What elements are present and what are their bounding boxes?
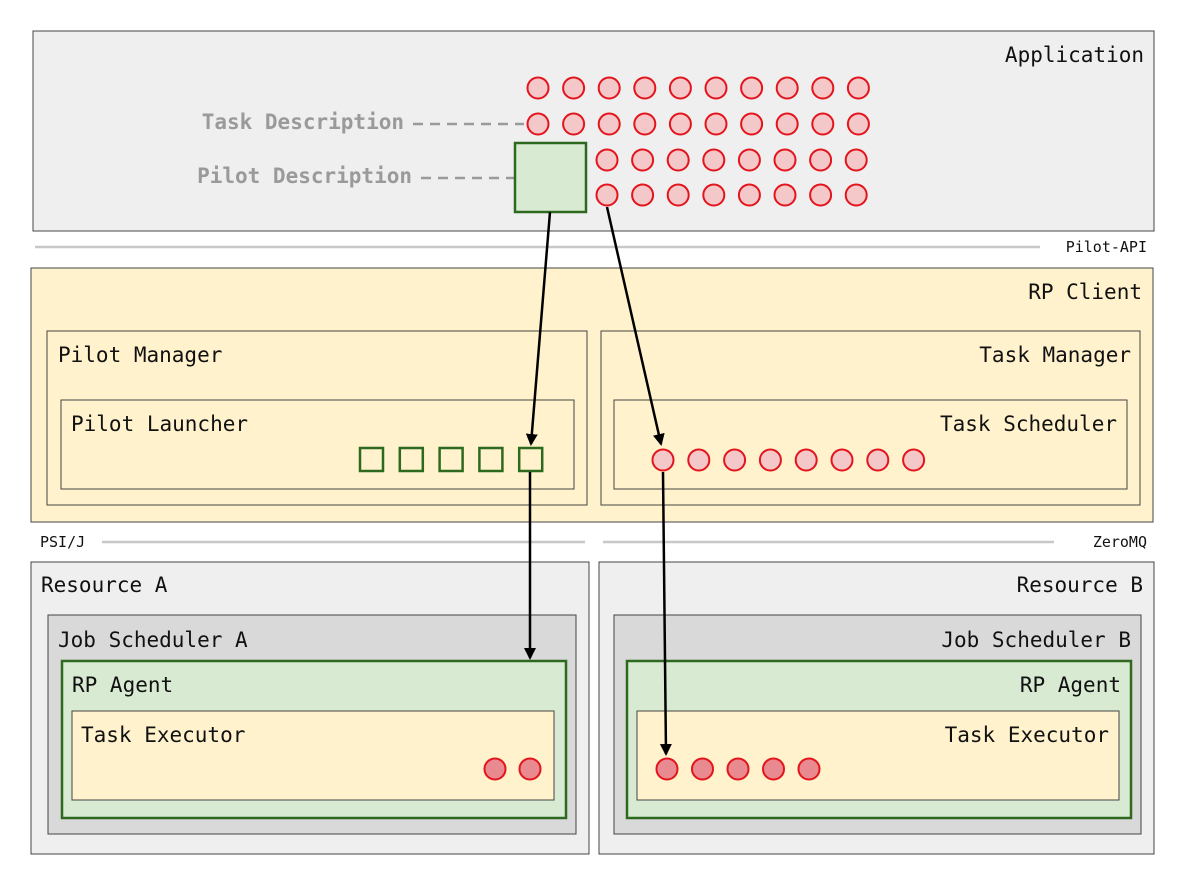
pilot-square — [438, 446, 464, 473]
task-circle — [809, 148, 833, 172]
application-title: Application — [1005, 43, 1144, 67]
task-circle — [902, 448, 926, 472]
task-circle — [702, 148, 726, 172]
task-circle — [597, 76, 621, 100]
task-circle — [737, 183, 761, 207]
executing-task-circle — [691, 757, 714, 781]
task-circle — [633, 76, 657, 100]
resource-b: Resource B Job Scheduler B RP Agent Task… — [598, 561, 1155, 855]
task-circle — [740, 112, 764, 136]
rp-client-layer: RP Client Pilot Manager Pilot Launcher T… — [30, 267, 1154, 523]
executing-tasks-b — [655, 757, 821, 781]
task-circle — [631, 183, 655, 207]
pilot-queue — [358, 446, 544, 473]
executing-task-circle — [655, 757, 679, 781]
pilot-square — [517, 446, 544, 473]
task-queue — [651, 448, 926, 472]
task-circle — [687, 448, 711, 472]
pilot-launcher-box — [60, 399, 575, 490]
task-circle — [794, 448, 818, 472]
task-submit-arrow — [605, 206, 665, 446]
task-circle — [704, 76, 728, 100]
task-circle — [631, 148, 655, 172]
task-circle — [666, 148, 690, 172]
task-circle — [811, 112, 835, 136]
task-circle — [562, 76, 586, 100]
resource-b-title: Resource B — [1017, 573, 1143, 597]
task-circle — [846, 112, 870, 136]
task-circle — [702, 183, 726, 207]
application-box — [32, 30, 1155, 232]
pilot-launcher-title: Pilot Launcher — [71, 412, 248, 436]
application-layer: Application Task Description Pilot Descr… — [32, 30, 1155, 232]
task-circle — [562, 112, 586, 136]
task-scheduler-title: Task Scheduler — [940, 412, 1117, 436]
executing-task-circle — [726, 757, 750, 781]
task-dispatch-arrow — [659, 471, 672, 756]
pilot-api-label: Pilot-API — [1066, 238, 1147, 256]
executing-tasks-a — [483, 757, 542, 781]
task-circle — [595, 183, 619, 207]
task-circle — [775, 112, 799, 136]
pilot-description-square — [513, 141, 588, 214]
task-circle — [811, 76, 835, 100]
pilot-manager-title: Pilot Manager — [58, 343, 222, 367]
task-circle — [773, 183, 797, 207]
task-circle — [775, 76, 799, 100]
job-scheduler-b-title: Job Scheduler B — [941, 628, 1131, 652]
task-manager-title: Task Manager — [979, 343, 1131, 367]
task-circle — [723, 448, 747, 472]
task-executor-b-box — [636, 710, 1120, 801]
rp-agent-a-title: RP Agent — [72, 673, 173, 697]
task-circle — [866, 448, 890, 472]
pilot-square — [478, 446, 504, 473]
executing-task-circle — [518, 757, 542, 781]
task-circle — [846, 76, 870, 100]
task-circle — [651, 448, 675, 472]
rp-agent-b-title: RP Agent — [1020, 673, 1121, 697]
task-circle — [737, 148, 761, 172]
executing-task-circle — [797, 757, 821, 781]
rp-client-title: RP Client — [1028, 280, 1142, 304]
task-circle — [773, 148, 797, 172]
task-description-label: Task Description — [202, 110, 404, 134]
job-scheduler-a-title: Job Scheduler A — [58, 628, 248, 652]
executing-task-circle — [483, 757, 507, 781]
task-circle — [526, 112, 550, 136]
task-scheduler-box — [613, 399, 1128, 490]
task-circle — [740, 76, 764, 100]
pilot-description-label: Pilot Description — [197, 164, 412, 188]
pilot-submit-arrow — [525, 211, 552, 446]
flow-arrows — [524, 206, 672, 756]
application-task-pool — [526, 76, 870, 207]
resource-a-title: Resource A — [41, 573, 168, 597]
task-executor-a-box — [71, 710, 555, 801]
task-circle — [597, 112, 621, 136]
resource-a: Resource A Job Scheduler A RP Agent Task… — [30, 561, 590, 855]
task-circle — [633, 112, 657, 136]
task-circle — [595, 148, 619, 172]
zeromq-label: ZeroMQ — [1093, 533, 1147, 551]
pilot-square — [358, 446, 385, 473]
task-executor-a-title: Task Executor — [81, 723, 245, 747]
task-circle — [809, 183, 833, 207]
pilot-square — [398, 446, 425, 473]
task-circle — [844, 183, 868, 207]
executing-task-circle — [762, 757, 785, 781]
task-executor-b-title: Task Executor — [945, 723, 1109, 747]
task-circle — [666, 183, 690, 207]
psij-label: PSI/J — [40, 533, 85, 551]
task-circle — [830, 448, 854, 472]
task-circle — [668, 76, 692, 100]
task-circle — [668, 112, 692, 136]
task-circle — [704, 112, 728, 136]
task-circle — [758, 448, 782, 472]
task-circle — [526, 76, 550, 100]
task-circle — [844, 148, 868, 172]
